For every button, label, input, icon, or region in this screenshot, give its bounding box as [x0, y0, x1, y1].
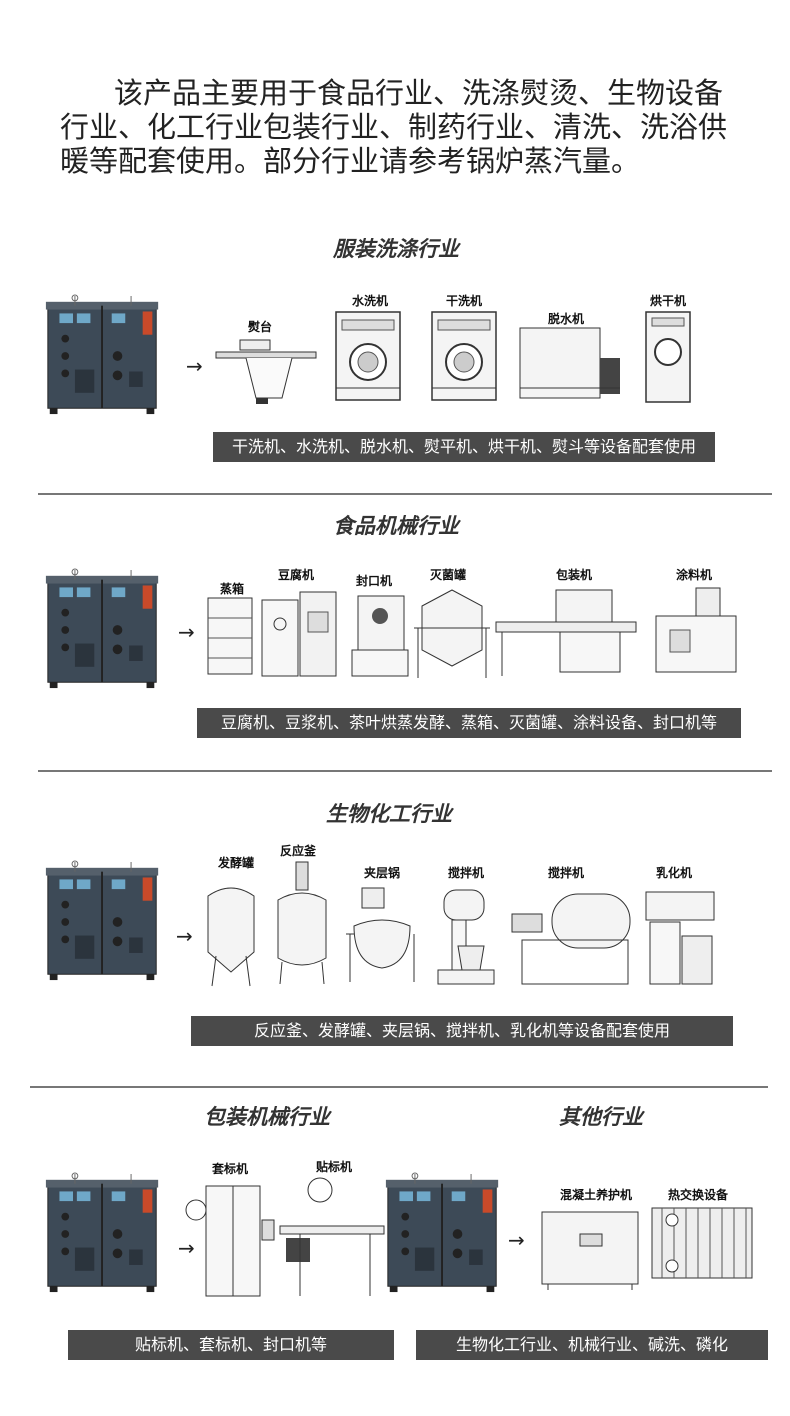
concrete-curing-machine-image — [541, 1211, 639, 1290]
horizontal-mixer-image — [511, 893, 631, 985]
divider — [38, 493, 772, 495]
tumble-dryer-image — [645, 311, 691, 403]
boiler-image — [44, 860, 160, 982]
section-caption: 干洗机、水洗机、脱水机、熨平机、烘干机、熨斗等设备配套使用 — [213, 432, 715, 462]
packaging-machine-image — [495, 589, 637, 676]
machine-label: 豆腐机 — [278, 568, 315, 582]
section-caption: 反应釜、发酵罐、夹层锅、搅拌机、乳化机等设备配套使用 — [191, 1016, 733, 1046]
boiler-image — [44, 1172, 160, 1294]
machine-label: 包装机 — [556, 568, 593, 582]
section-title-food: 食品机械行业 — [333, 514, 459, 538]
machine-label: 涂料机 — [676, 568, 713, 582]
arrow-icon: → — [176, 924, 193, 948]
intro-line-2: 行业、化工行业包装行业、制药行业、清洗、洗浴供 — [60, 110, 728, 144]
machine-label: 蒸箱 — [220, 582, 245, 596]
steam-box-image — [207, 597, 253, 675]
machine-label: 热交换设备 — [668, 1188, 729, 1202]
heat-exchanger-image — [651, 1207, 753, 1279]
sleeve-labeler-image — [185, 1185, 275, 1297]
machine-label: 搅拌机 — [548, 866, 585, 880]
arrow-icon: → — [186, 354, 203, 378]
arrow-icon: → — [178, 620, 195, 644]
machine-label: 反应釜 — [280, 844, 317, 858]
machine-label: 熨台 — [248, 320, 273, 334]
machine-label: 乳化机 — [656, 866, 693, 880]
machine-label: 烘干机 — [650, 294, 687, 308]
boiler-image — [44, 294, 160, 416]
labeler-image — [279, 1177, 385, 1296]
section-title-laundry: 服装洗涤行业 — [333, 237, 459, 261]
coating-machine-image — [655, 587, 737, 673]
divider — [38, 770, 772, 772]
machine-label: 水洗机 — [352, 294, 389, 308]
mixer-image — [437, 889, 495, 985]
machine-label: 混凝土养护机 — [560, 1188, 633, 1202]
boiler-image — [44, 568, 160, 690]
fermenter-image — [207, 887, 255, 987]
sterilizer-image — [414, 589, 490, 678]
machine-label: 脱水机 — [548, 312, 585, 326]
machine-label: 灭菌罐 — [430, 568, 467, 582]
sealer-image — [351, 595, 409, 677]
reactor-image — [277, 861, 327, 985]
machine-label: 封口机 — [356, 574, 393, 588]
machine-label: 搅拌机 — [448, 866, 485, 880]
machine-label: 干洗机 — [446, 294, 483, 308]
section-title-biochem: 生物化工行业 — [326, 802, 452, 826]
jacketed-kettle-image — [346, 887, 415, 982]
dehydrator-image — [519, 327, 620, 399]
section-caption: 豆腐机、豆浆机、茶叶烘蒸发酵、蒸箱、灭菌罐、涂料设备、封口机等 — [197, 708, 741, 738]
intro-line-1: 该产品主要用于食品行业、洗涤熨烫、生物设备 — [114, 76, 724, 110]
arrow-icon: → — [178, 1236, 195, 1260]
emulsifier-image — [645, 891, 715, 985]
machine-label: 发酵罐 — [218, 856, 255, 870]
intro-line-3: 暖等配套使用。部分行业请参考锅炉蒸汽量。 — [60, 144, 641, 178]
section-caption: 生物化工行业、机械行业、碱洗、磷化 — [416, 1330, 768, 1360]
tofu-machine-image — [261, 591, 337, 677]
dry-cleaner-image — [431, 311, 497, 401]
washer-image — [335, 311, 401, 401]
intro-paragraph: 该产品主要用于食品行业、洗涤熨烫、生物设备 行业、化工行业包装行业、制药行业、清… — [60, 76, 750, 178]
section-title-packaging: 包装机械行业 — [204, 1105, 330, 1129]
divider — [30, 1086, 768, 1088]
machine-label: 夹层锅 — [364, 866, 401, 880]
arrow-icon: → — [508, 1228, 525, 1252]
machine-label: 贴标机 — [316, 1160, 353, 1174]
section-title-other: 其他行业 — [559, 1105, 643, 1129]
boiler-image — [384, 1172, 500, 1294]
ironing-table-image — [215, 339, 317, 404]
machine-label: 套标机 — [212, 1162, 249, 1176]
section-caption: 贴标机、套标机、封口机等 — [68, 1330, 394, 1360]
